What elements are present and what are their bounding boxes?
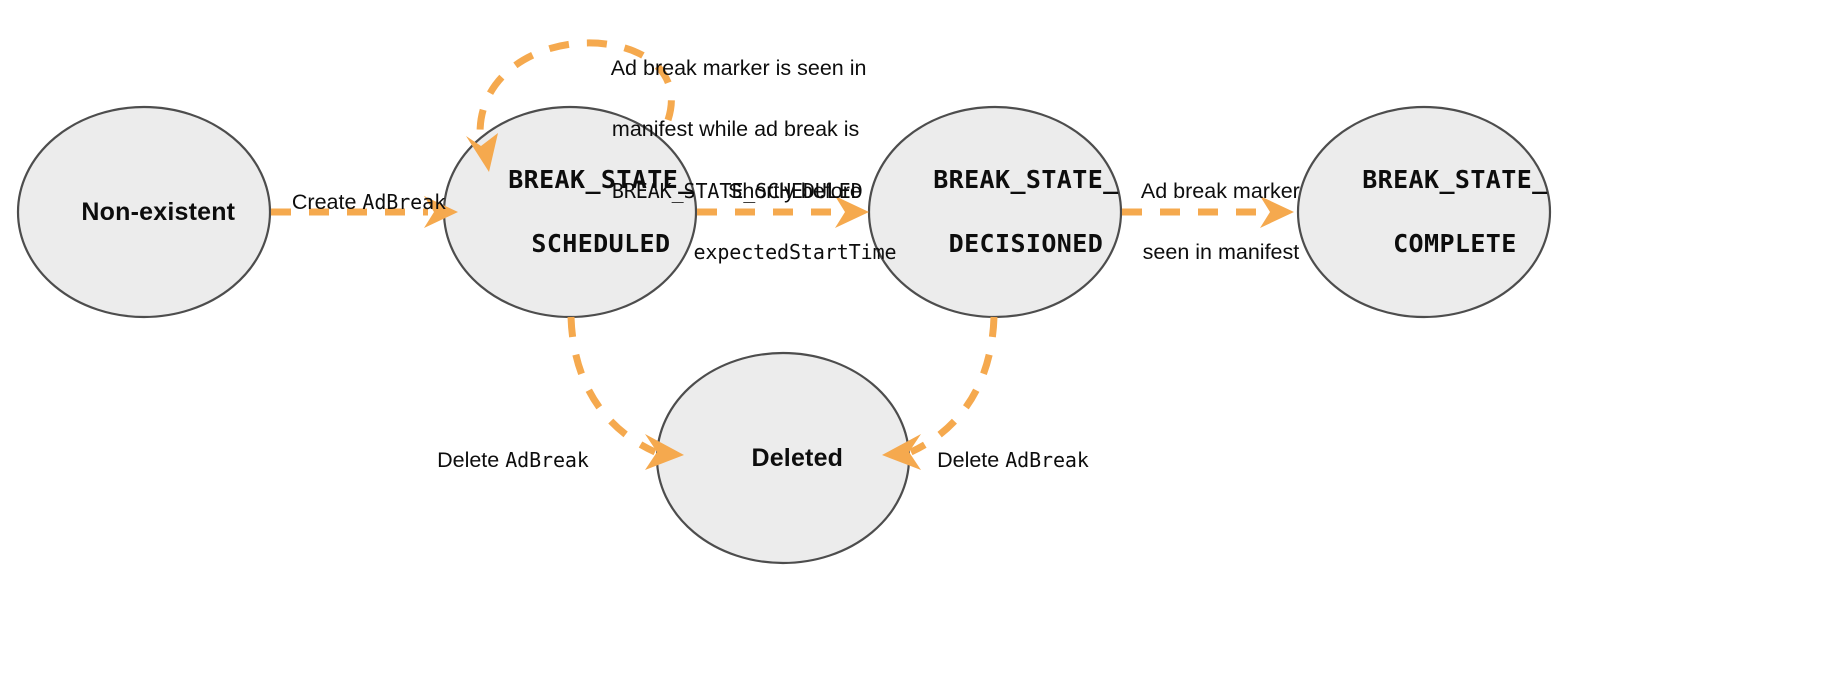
node-break-state-scheduled[interactable] <box>442 105 698 319</box>
node-non-existent[interactable] <box>16 105 272 319</box>
node-break-state-decisioned[interactable] <box>867 105 1123 319</box>
node-break-state-complete[interactable] <box>1296 105 1552 319</box>
edge-delete-adbreak-from-scheduled[interactable] <box>567 316 684 470</box>
edge-ad-break-marker-self-loop[interactable] <box>466 39 675 172</box>
edge-ad-break-marker-seen-in-manifest[interactable] <box>1122 196 1294 228</box>
edge-shortly-before-expected-start-time[interactable] <box>697 196 869 228</box>
edge-create-adbreak[interactable] <box>271 196 458 228</box>
edge-delete-adbreak-from-decisioned[interactable] <box>882 316 998 470</box>
node-deleted[interactable] <box>655 351 911 565</box>
